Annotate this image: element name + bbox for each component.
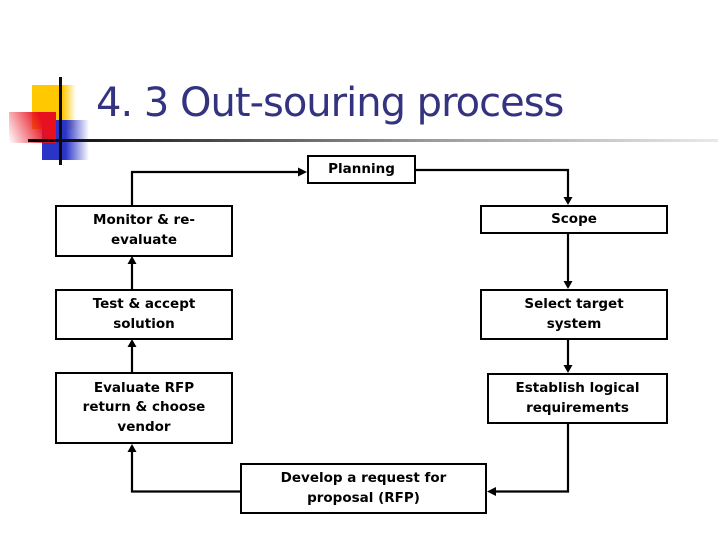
flow-node-develop-rfp: Develop a request for proposal (RFP) [240, 463, 487, 514]
flow-node-evaluate-rfp-return: Evaluate RFP return & choose vendor [55, 372, 233, 444]
connector-planning-to-scope [416, 168, 573, 205]
flow-node-scope: Scope [480, 205, 668, 234]
connector-monitor-to-planning [130, 167, 307, 205]
slide-title: 4. 3 Out-souring process [96, 80, 564, 126]
connector-develop-to-evaluate [127, 444, 240, 493]
flow-node-test-accept-solution: Test & accept solution [55, 289, 233, 340]
flow-node-select-target-system: Select target system [480, 289, 668, 340]
connector-evaluate-to-test [127, 339, 137, 372]
connector-establish-to-develop [487, 424, 570, 496]
flow-node-monitor-re-evaluate: Monitor & re- evaluate [55, 205, 233, 257]
decoration-vertical-line [59, 77, 62, 165]
decoration-red-square [9, 112, 56, 143]
connector-scope-to-select [563, 234, 573, 289]
flow-node-planning: Planning [307, 155, 416, 184]
flow-node-establish-logical-requirements: Establish logical requirements [487, 373, 668, 424]
connector-select-to-establish [563, 340, 573, 373]
title-underline-rule [28, 139, 718, 142]
connector-test-to-monitor [127, 256, 137, 289]
